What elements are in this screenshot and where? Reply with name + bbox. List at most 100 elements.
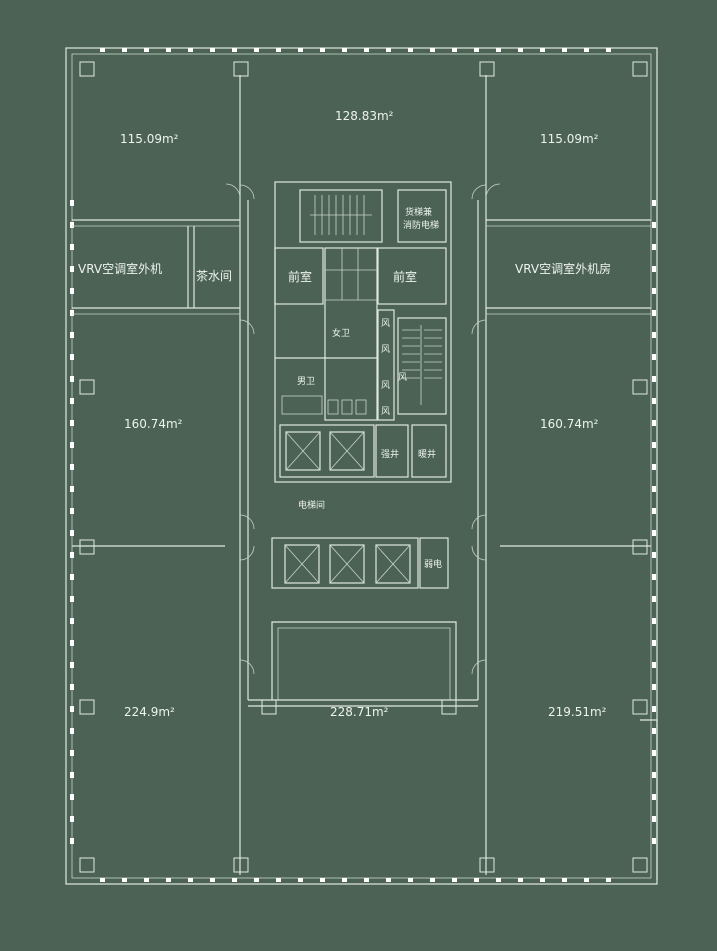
room-label-weak-shaft: 弱电 xyxy=(424,558,442,570)
window-mark xyxy=(70,486,74,492)
window-mark xyxy=(276,878,281,882)
window-mark xyxy=(70,750,74,756)
window-mark xyxy=(70,728,74,734)
window-mark xyxy=(70,354,74,360)
window-mark xyxy=(210,48,215,52)
window-mark xyxy=(70,816,74,822)
window-mark xyxy=(518,48,523,52)
window-mark xyxy=(652,420,656,426)
room-label-male-wc: 男卫 xyxy=(297,376,315,387)
window-mark xyxy=(70,574,74,580)
interior-partitions xyxy=(72,75,651,875)
window-mark xyxy=(652,354,656,360)
duct-label-1: 风 xyxy=(381,318,390,329)
window-mark xyxy=(452,878,457,882)
duct-label-4: 风 xyxy=(381,406,390,417)
window-mark xyxy=(70,508,74,514)
window-mark xyxy=(496,878,501,882)
window-mark xyxy=(70,530,74,536)
window-mark xyxy=(652,772,656,778)
area-label-bottom-center: 228.71m² xyxy=(330,705,389,719)
duct-label-5: 风 xyxy=(398,372,407,383)
window-mark xyxy=(652,618,656,624)
room-label-front-room-left: 前室 xyxy=(288,269,312,284)
window-mark xyxy=(386,878,391,882)
area-label-bottom-left: 224.9m² xyxy=(124,705,175,719)
window-mark xyxy=(496,48,501,52)
room-label-female-wc: 女卫 xyxy=(332,327,350,339)
window-mark xyxy=(606,48,611,52)
window-mark xyxy=(652,596,656,602)
window-mark xyxy=(584,48,589,52)
window-mark xyxy=(342,48,347,52)
window-mark xyxy=(652,398,656,404)
window-mark xyxy=(188,878,193,882)
area-label-top-center: 128.83m² xyxy=(335,109,394,123)
window-mark xyxy=(562,878,567,882)
window-mark xyxy=(232,878,237,882)
window-mark xyxy=(70,244,74,250)
window-mark xyxy=(70,442,74,448)
window-mark xyxy=(652,332,656,338)
labels: 115.09m² 128.83m² 115.09m² VRV空调室外机 茶水间 … xyxy=(78,109,611,719)
window-mark xyxy=(70,464,74,470)
window-mark xyxy=(70,640,74,646)
window-mark xyxy=(70,266,74,272)
area-label-top-right: 115.09m² xyxy=(540,132,599,146)
room-label-strong-shaft: 强井 xyxy=(381,448,399,460)
window-mark xyxy=(652,838,656,844)
window-mark xyxy=(70,310,74,316)
area-label-mid-left: 160.74m² xyxy=(124,417,183,431)
window-mark xyxy=(276,48,281,52)
window-mark xyxy=(254,878,259,882)
window-mark xyxy=(540,878,545,882)
window-mark xyxy=(70,332,74,338)
window-mark xyxy=(70,596,74,602)
window-mark xyxy=(70,200,74,206)
window-mark xyxy=(70,618,74,624)
window-mark xyxy=(166,48,171,52)
window-mark xyxy=(652,640,656,646)
window-mark xyxy=(364,878,369,882)
window-mark xyxy=(232,48,237,52)
window-marks xyxy=(70,48,656,882)
window-mark xyxy=(320,48,325,52)
window-mark xyxy=(70,772,74,778)
window-mark xyxy=(70,706,74,712)
window-mark xyxy=(254,48,259,52)
window-mark xyxy=(652,574,656,580)
window-mark xyxy=(122,48,127,52)
window-mark xyxy=(652,684,656,690)
window-mark xyxy=(386,48,391,52)
window-mark xyxy=(70,288,74,294)
window-mark xyxy=(188,48,193,52)
window-mark xyxy=(652,464,656,470)
window-mark xyxy=(144,878,149,882)
window-mark xyxy=(430,48,435,52)
window-mark xyxy=(408,48,413,52)
door-swings xyxy=(225,183,501,675)
window-mark xyxy=(652,442,656,448)
window-mark xyxy=(298,48,303,52)
window-mark xyxy=(652,310,656,316)
window-mark xyxy=(122,878,127,882)
window-mark xyxy=(652,200,656,206)
window-mark xyxy=(342,878,347,882)
room-label-freight-elevator-2: 消防电梯 xyxy=(403,219,439,231)
window-mark xyxy=(652,662,656,668)
window-mark xyxy=(166,878,171,882)
window-mark xyxy=(452,48,457,52)
window-mark xyxy=(70,662,74,668)
window-mark xyxy=(652,376,656,382)
room-label-elevator-hall: 电梯间 xyxy=(298,499,325,511)
duct-label-3: 风 xyxy=(381,380,390,391)
window-mark xyxy=(430,878,435,882)
window-mark xyxy=(652,728,656,734)
window-mark xyxy=(70,552,74,558)
window-mark xyxy=(518,878,523,882)
window-mark xyxy=(298,878,303,882)
window-mark xyxy=(100,878,105,882)
window-mark xyxy=(652,552,656,558)
window-mark xyxy=(364,48,369,52)
